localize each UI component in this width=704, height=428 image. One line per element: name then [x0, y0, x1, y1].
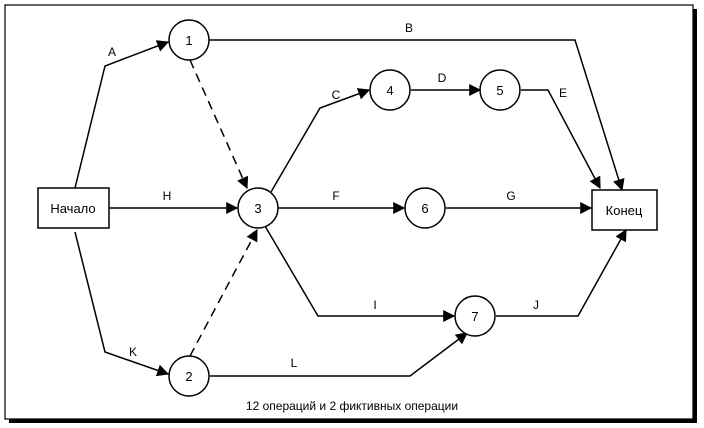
node-7: [454, 295, 496, 337]
node-3: [237, 187, 279, 229]
label-a: A: [108, 45, 116, 59]
node-4: [369, 69, 411, 111]
node-5: [479, 69, 521, 111]
node-1-label: 1: [185, 33, 192, 48]
label-l: L: [291, 356, 298, 370]
label-c: C: [332, 88, 341, 102]
node-2-label: 2: [185, 369, 192, 384]
label-g: G: [506, 189, 515, 203]
edge-l: [210, 332, 468, 377]
edge-c: [270, 88, 371, 193]
node-6-label: 6: [421, 201, 428, 216]
label-e: E: [559, 86, 567, 100]
label-i: I: [373, 298, 376, 312]
label-f: F: [332, 189, 339, 203]
edge-dummy-2-3: [189, 228, 258, 357]
node-5-label: 5: [496, 83, 503, 98]
label-k: K: [129, 345, 137, 359]
end-node-label: Конец: [606, 203, 643, 218]
node-1: [168, 19, 210, 61]
label-h: H: [163, 189, 172, 203]
edge-a: [74, 40, 170, 189]
start-node: Начало: [37, 187, 110, 229]
label-j: J: [533, 298, 539, 312]
edge-i: [264, 225, 456, 322]
label-d: D: [438, 71, 447, 85]
node-2: [168, 355, 210, 397]
diagram-caption: 12 операций и 2 фиктивных операции: [246, 399, 458, 413]
diagram-frame: [4, 4, 694, 420]
edge-e: [521, 89, 601, 190]
edge-j: [496, 228, 627, 317]
start-node-label: Начало: [50, 201, 95, 216]
label-b: B: [405, 21, 413, 35]
edge-b: [207, 39, 625, 192]
end-node: Конец: [591, 189, 658, 231]
node-6: [404, 187, 446, 229]
node-4-label: 4: [386, 83, 393, 98]
node-3-label: 3: [254, 201, 261, 216]
edge-k: [74, 231, 170, 377]
node-7-label: 7: [471, 309, 478, 324]
edge-dummy-1-3: [189, 59, 249, 190]
